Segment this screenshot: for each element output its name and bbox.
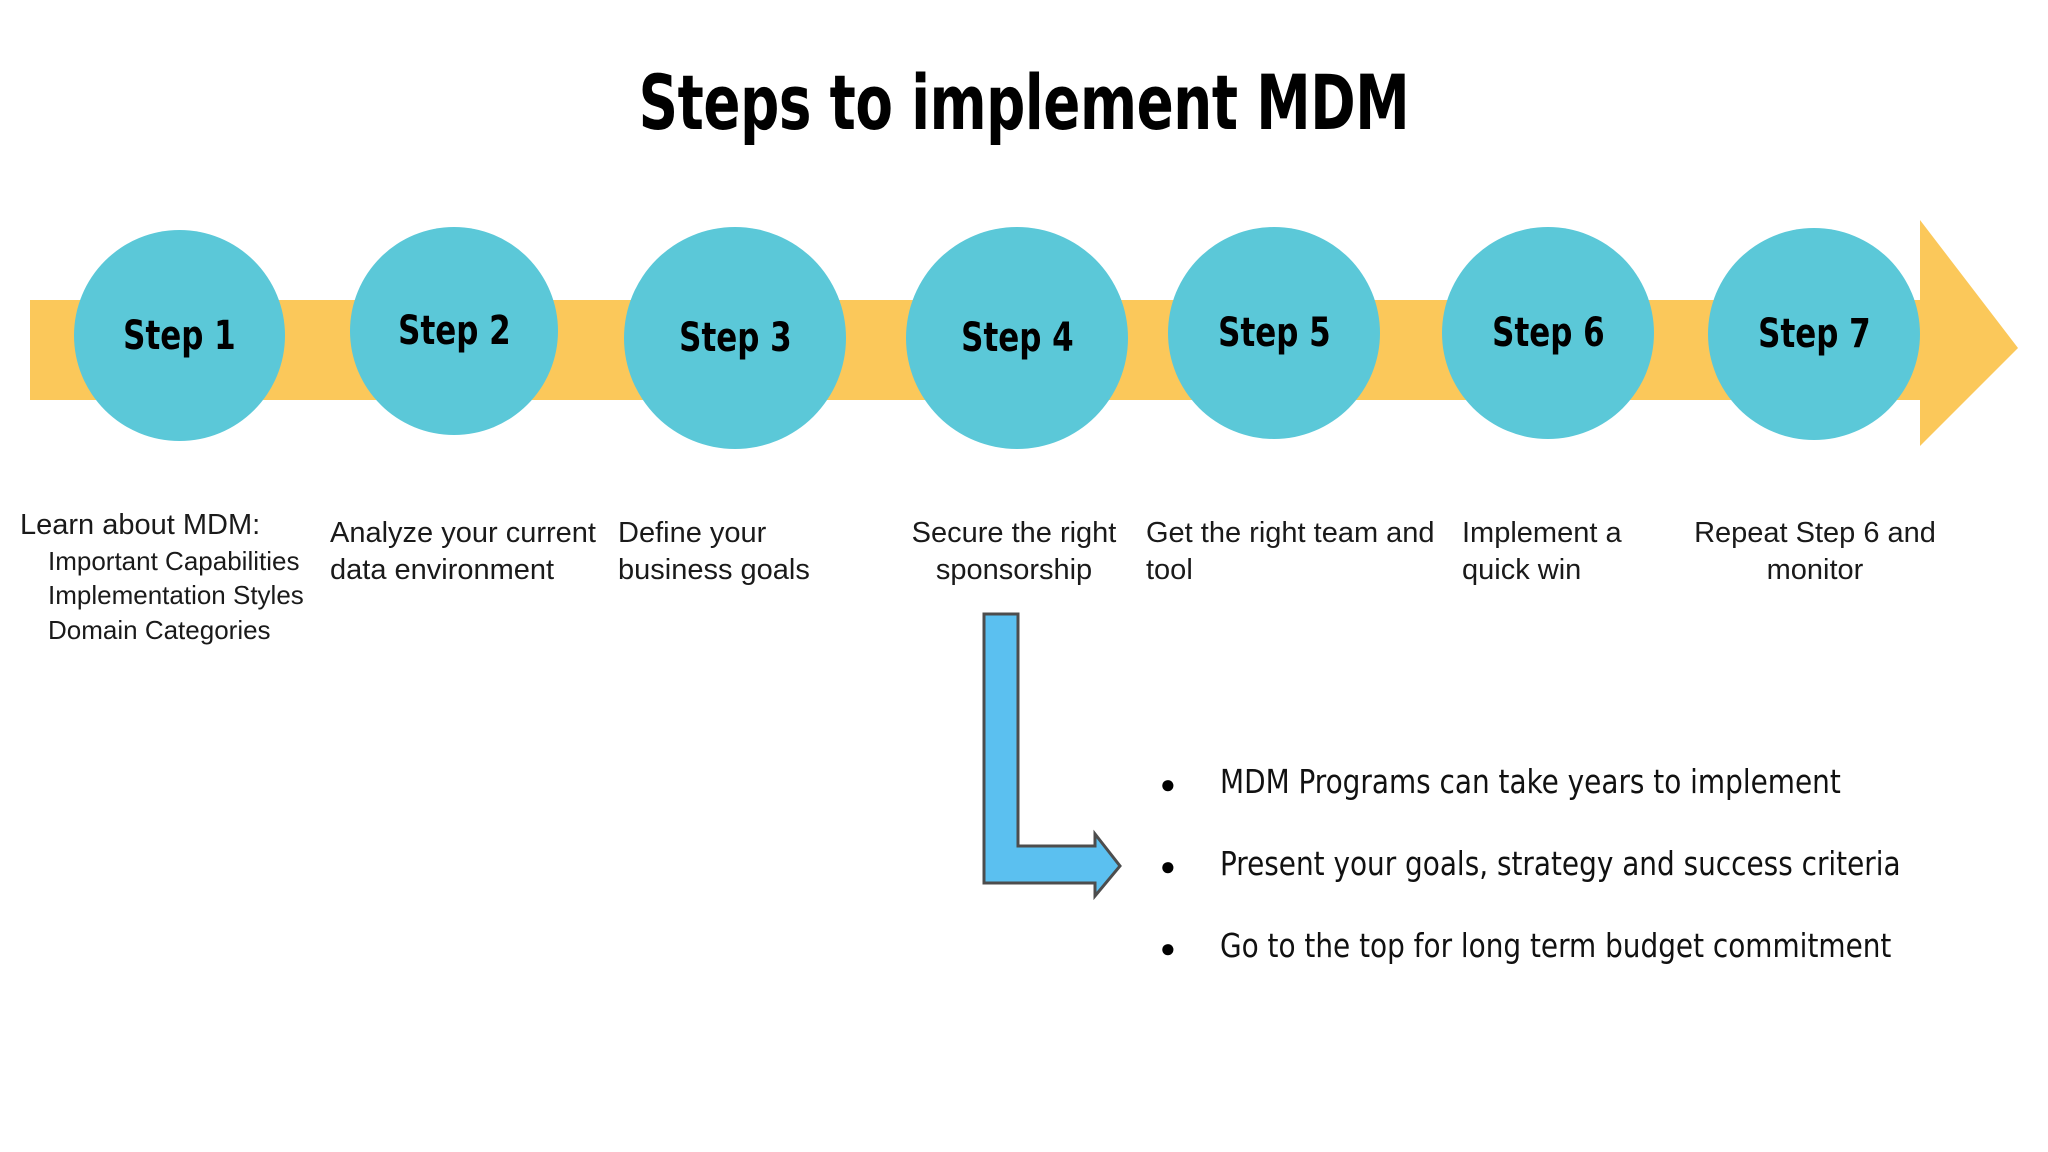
- bullet-icon: ●: [1160, 933, 1176, 963]
- step-circle-5[interactable]: Step 5: [1168, 227, 1380, 439]
- step-circle-2[interactable]: Step 2: [350, 227, 558, 435]
- sub-item: Domain Categories: [48, 614, 271, 645]
- note-item: ● Present your goals, strategy and succe…: [1160, 844, 2040, 883]
- step-label: Step 5: [1217, 310, 1331, 356]
- step-label: Step 2: [397, 308, 511, 354]
- step-caption-text: Learn about MDM:: [20, 509, 261, 541]
- step-caption-text: Get the right team and tool: [1146, 517, 1435, 587]
- step-label: Step 4: [960, 315, 1074, 361]
- step-caption-5: Get the right team and tool: [1146, 515, 1436, 589]
- step-caption-3: Define your business goals: [618, 515, 888, 589]
- step-caption-text: Repeat Step 6 and monitor: [1694, 517, 1936, 587]
- elbow-arrow-icon: [982, 612, 1122, 901]
- step-label: Step 6: [1491, 310, 1605, 356]
- note-item: ● MDM Programs can take years to impleme…: [1160, 762, 2040, 801]
- step-caption-text: Implement a quick win: [1462, 517, 1622, 587]
- note-text: MDM Programs can take years to implement: [1220, 762, 1841, 801]
- step-caption-4: Secure the right sponsorship: [898, 515, 1130, 589]
- note-text: Go to the top for long term budget commi…: [1220, 926, 1892, 965]
- step-circle-3[interactable]: Step 3: [624, 227, 846, 449]
- step-circle-6[interactable]: Step 6: [1442, 227, 1654, 439]
- step-caption-text: Secure the right sponsorship: [911, 517, 1117, 587]
- step-caption-1: Learn about MDM: Important Capabilities …: [20, 507, 320, 647]
- step-1-sub-list: Important Capabilities Implementation St…: [20, 544, 320, 647]
- sub-item: Important Capabilities: [48, 546, 300, 577]
- step-caption-text: Define your business goals: [618, 517, 810, 587]
- step-caption-text: Analyze your current data environment: [330, 517, 596, 587]
- step-label: Step 7: [1757, 311, 1871, 357]
- notes-list: ● MDM Programs can take years to impleme…: [1160, 762, 2040, 1008]
- step-caption-7: Repeat Step 6 and monitor: [1690, 515, 1940, 589]
- bullet-icon: ●: [1160, 769, 1176, 799]
- sub-item: Implementation Styles: [48, 580, 304, 611]
- note-item: ● Go to the top for long term budget com…: [1160, 926, 2040, 965]
- step-caption-2: Analyze your current data environment: [330, 515, 600, 589]
- bullet-icon: ●: [1160, 851, 1176, 881]
- step-circle-4[interactable]: Step 4: [906, 227, 1128, 449]
- note-text: Present your goals, strategy and success…: [1220, 844, 1901, 883]
- step-label: Step 1: [123, 312, 236, 359]
- step-circle-7[interactable]: Step 7: [1708, 228, 1920, 440]
- elbow-arrow-shape: [982, 612, 1122, 901]
- step-caption-6: Implement a quick win: [1462, 515, 1662, 589]
- page-title: Steps to implement MDM: [638, 58, 1410, 147]
- step-circle-1[interactable]: Step 1: [74, 230, 285, 441]
- step-label: Step 3: [678, 315, 792, 361]
